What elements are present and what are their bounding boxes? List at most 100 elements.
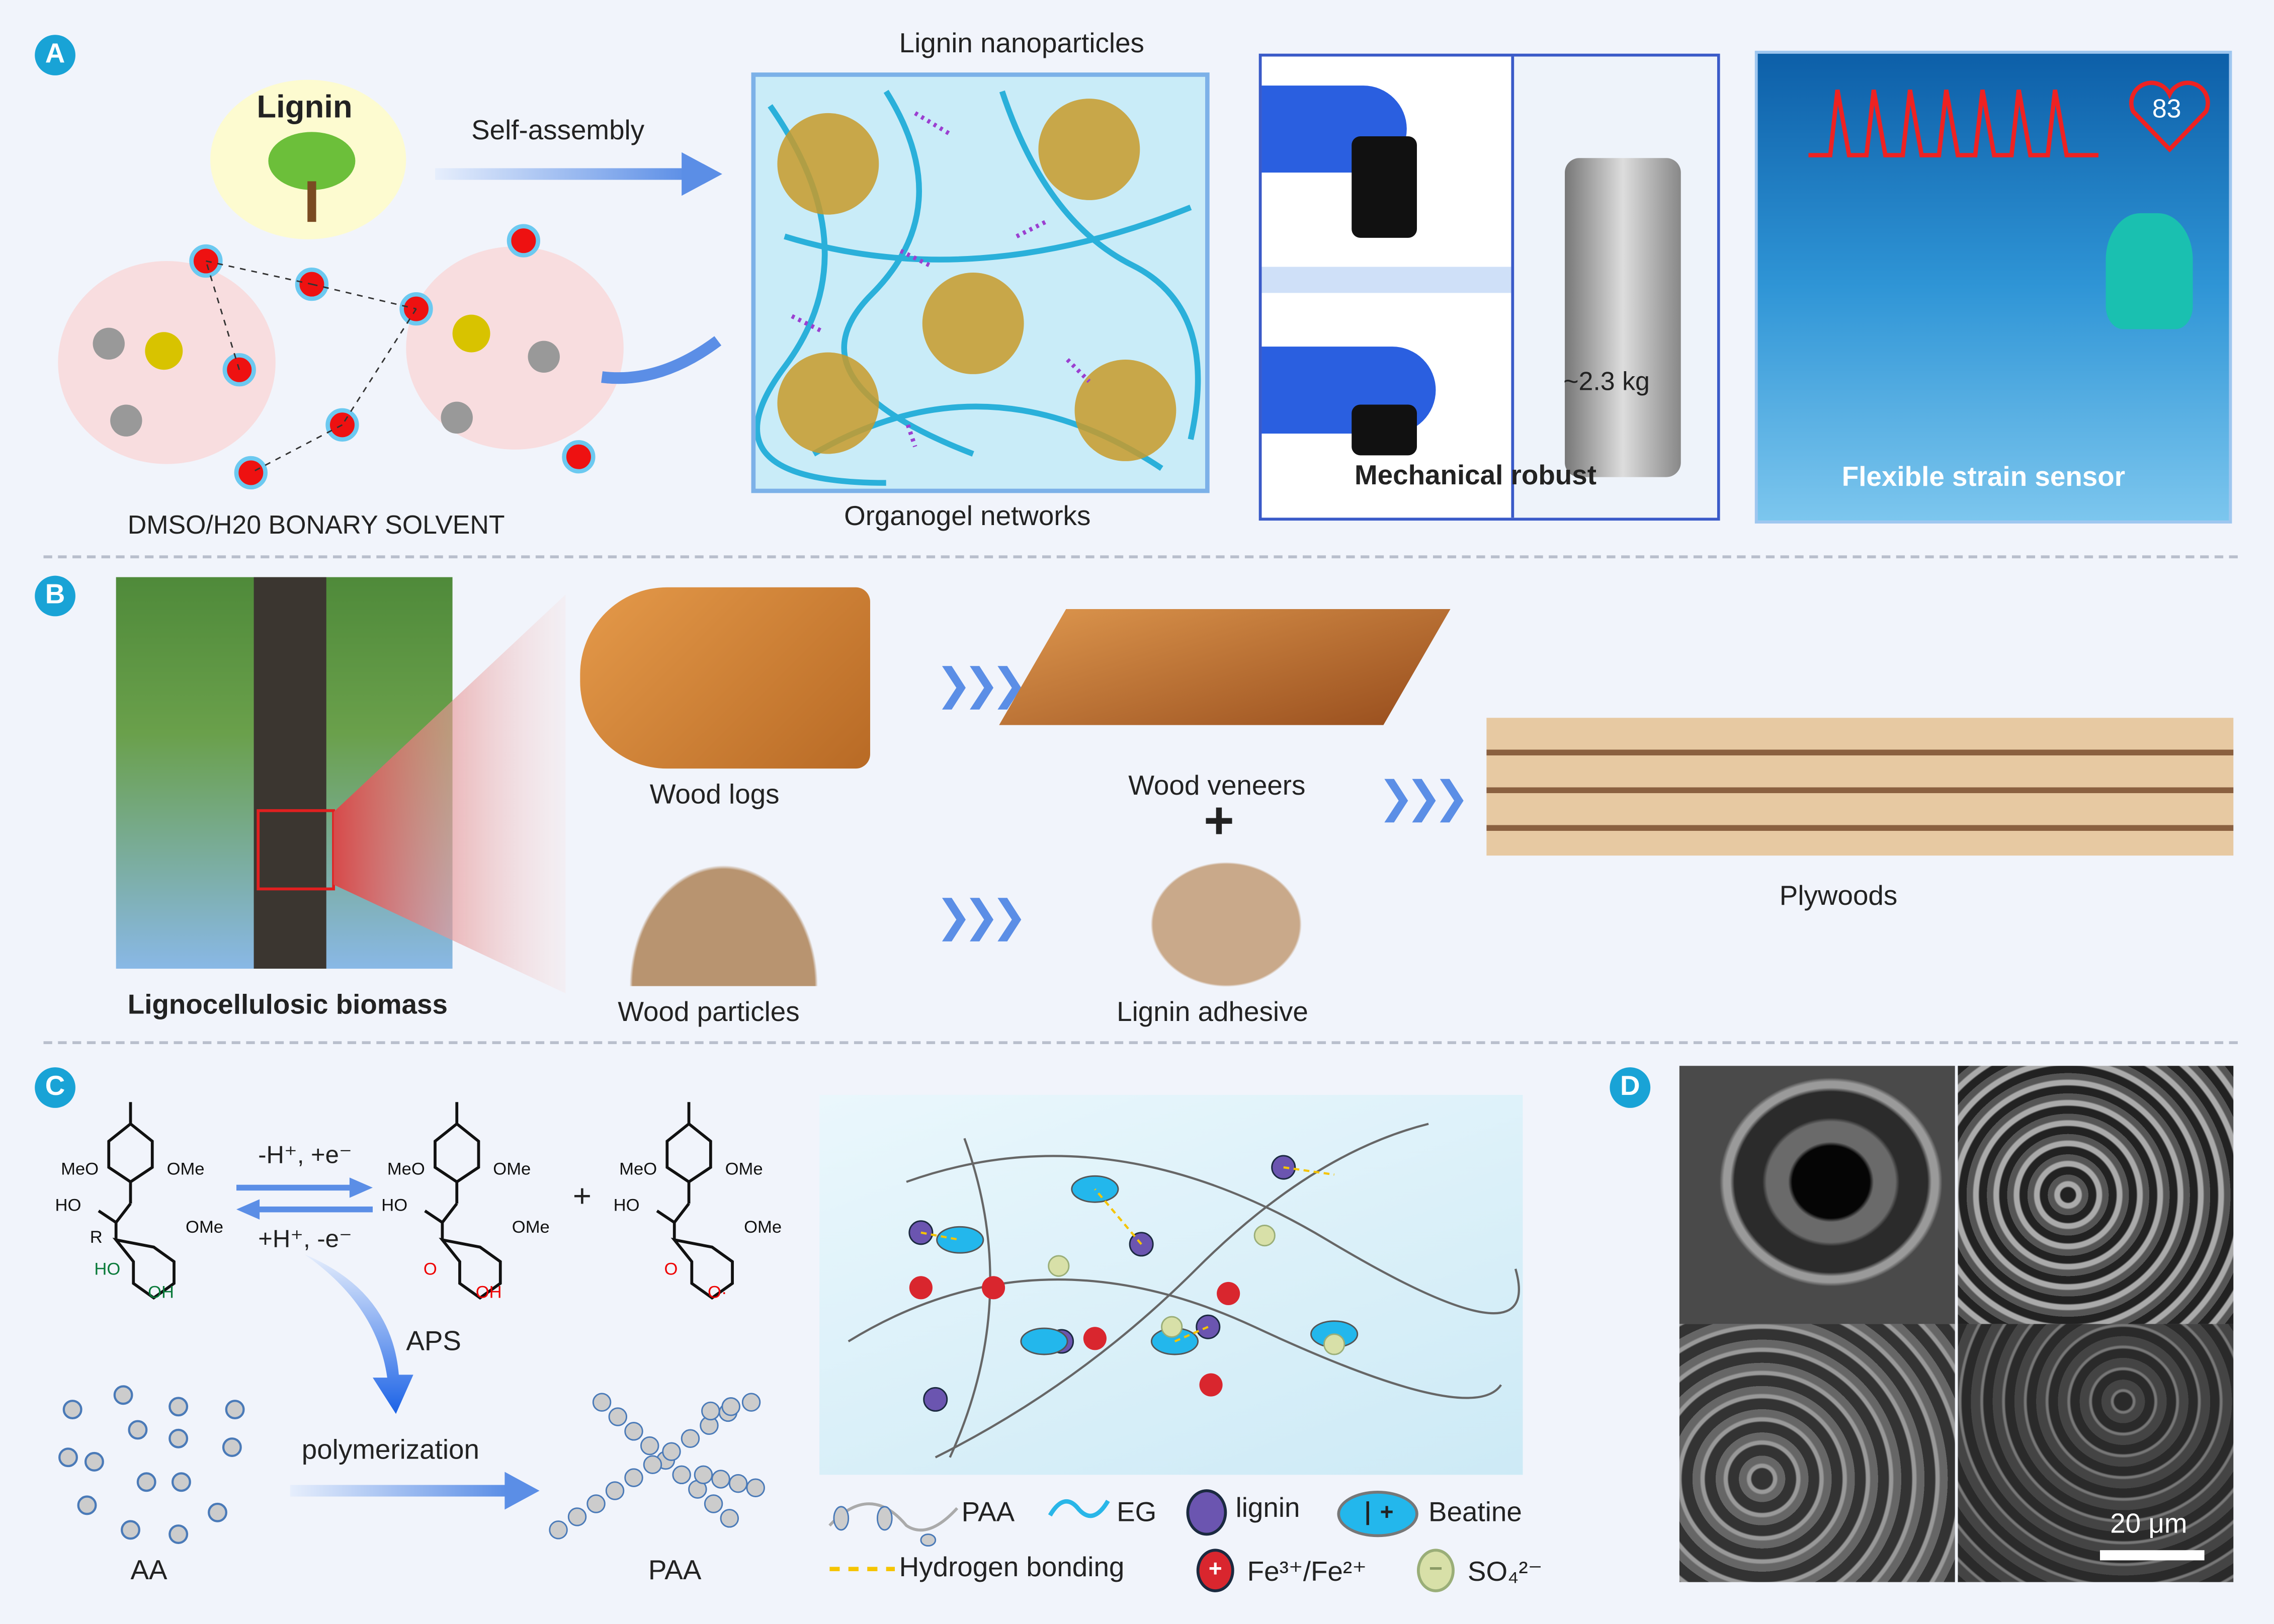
chevrons-icon: ❯❯❯ [1378,774,1470,822]
monomer-bead [640,1436,659,1456]
panel-d-badge: D [1610,1067,1651,1108]
plywood-image [1486,718,2234,856]
panel-b-badge: B [35,575,75,617]
self-assembly-label: Self-assembly [471,116,645,147]
purple-ellipse-icon [1186,1489,1227,1536]
ome-label: OMe [725,1159,763,1178]
panel-c-badge: C [35,1067,75,1108]
meo-label: MeO [61,1159,99,1178]
ho-label: HO [614,1196,640,1215]
chevrons-icon: ❯❯❯ [935,661,1028,709]
legend-hydrogen-bonding-label: Hydrogen bonding [899,1553,1125,1584]
monomer-bead [608,1407,628,1426]
ome-label: OMe [493,1159,531,1178]
sulfate-ion [1253,1224,1276,1247]
compressed-cylinder [1352,404,1417,456]
forward-reaction-label: -H⁺, +e⁻ [258,1141,352,1169]
monomer-bead [624,1468,643,1487]
nanoparticles-label: Lignin nanoparticles [899,29,1144,60]
lignin-label: Lignin [257,88,353,125]
wood-particles-label: Wood particles [618,997,800,1029]
heart-icon: 83 [2128,80,2212,153]
legend-paa-label: PAA [961,1498,1015,1528]
legend-lignin-label: lignin [1235,1493,1300,1524]
lignin-particle [1196,1314,1221,1339]
mechanical-label: Mechanical robust [1355,461,1597,492]
iron-ion [1217,1281,1240,1305]
wood-veneers-label: Wood veneers [1128,771,1306,802]
sem-image-3 [1679,1324,1955,1582]
paa-chain [935,1123,1429,1459]
monomer-bead [681,1429,700,1448]
tree-trunk-photo [254,577,326,969]
tree-icon [268,132,356,190]
betaine [1020,1327,1068,1355]
monomer-bead [746,1478,765,1498]
iron-ion [909,1276,933,1300]
black-cylinder [1352,136,1417,238]
monomer-bead [592,1393,612,1412]
sensor-label: Flexible strain sensor [1841,462,2126,493]
aps-arrow [304,1254,413,1414]
monomer-bead [672,1465,691,1485]
ome-label: OMe [167,1159,205,1178]
weight-label: ~2.3 kg [1563,367,1650,396]
polymerization-label: polymerization [301,1435,479,1467]
monomer-bead [605,1481,625,1500]
iron-ion [1083,1327,1107,1350]
network-drawing [848,1123,1520,1459]
sem-image-1 [1679,1066,1955,1324]
monomer-bead [549,1520,568,1540]
divider-ab [43,555,2238,559]
paa-chain-icon [828,1502,959,1547]
backward-reaction-label: +H⁺, -e⁻ [258,1225,352,1253]
ho-label: HO [381,1196,407,1215]
legend-sulfate-label: SO₄²⁻ [1467,1557,1543,1588]
meo-label: MeO [619,1159,657,1178]
aps-label: APS [406,1327,461,1357]
sulfate-ion [1323,1333,1345,1355]
lignin-particle [923,1387,948,1412]
lignin-redox-structures: MeO OMe HO R OMe HO OH MeO OMe HO OMe O … [55,1095,782,1302]
steel-weight [1565,158,1681,477]
ome-label: OMe [744,1218,782,1237]
ome-label: OMe [186,1218,223,1237]
o-red-label: O [664,1259,678,1278]
oh-red-label: OH [476,1283,502,1302]
legend-iron-label: Fe³⁺/Fe²⁺ [1247,1557,1367,1588]
aa-label: AA [130,1556,167,1587]
plus-sign: + [572,1177,592,1214]
polymerization-arrow [290,1472,540,1510]
lignin-adhesive-label: Lignin adhesive [1117,997,1308,1029]
weight-photo [1511,56,1717,518]
aa-monomers [58,1385,245,1544]
legend-eg-label: EG [1117,1498,1157,1528]
selection-box [257,809,335,891]
sulfate-ion [1048,1255,1070,1277]
lignin-particle [1129,1232,1154,1257]
iron-ion [1199,1373,1223,1397]
paa-chains [549,1393,765,1540]
dashed-line-icon [829,1567,895,1572]
monomer-bead [720,1509,739,1528]
solvent-label: DMSO/H20 BONARY SOLVENT [127,510,505,540]
mechanical-photo: ~2.3 kg Mechanical robust [1258,53,1720,521]
lignin-tree-circle: Lignin [210,79,406,239]
self-assembly-arrow [435,152,722,196]
wood-veneer-image [999,609,1451,725]
ho-label: HO [55,1196,81,1215]
hydrogel-network-diagram [819,1094,1523,1475]
divider-bc [43,1041,2238,1044]
plywoods-label: Plywoods [1779,882,1898,912]
wood-particles-image [616,848,831,986]
photo-split [1261,267,1511,293]
sulfate-ion [1161,1316,1183,1338]
equilibrium-arrows-icon [236,1177,373,1220]
ecg-signal-icon [1808,90,2099,157]
monomer-bead [662,1442,681,1461]
ho-green-label: HO [94,1259,120,1278]
r-label: R [90,1228,103,1247]
monomer-bead [643,1455,662,1474]
paa-chain [949,1138,991,1458]
